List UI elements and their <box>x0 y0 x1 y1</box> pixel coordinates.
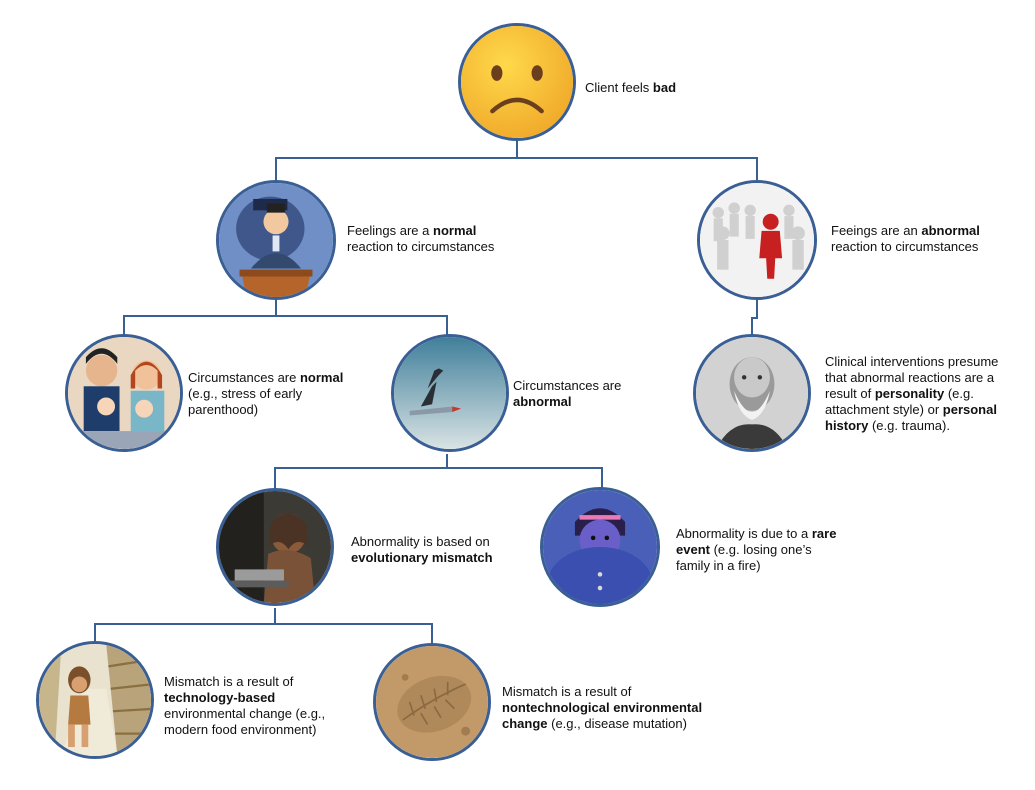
connector-abnormal-circ <box>274 454 448 490</box>
text-segment: Mismatch is a result of <box>502 684 632 699</box>
caveman-at-computer-image <box>216 488 334 606</box>
bold-text: normal <box>299 370 344 385</box>
bold-text: change <box>502 716 548 731</box>
sad-face-emoji <box>458 23 576 141</box>
text-segment: Mismatch is a result of <box>164 674 294 689</box>
fossil-leaf-imprint-image <box>373 643 491 761</box>
red-figure-in-crowd-image <box>697 180 817 300</box>
text-segment: Client feels <box>585 80 653 95</box>
connector-normal-reaction <box>123 298 277 336</box>
text-segment: environmental change (e.g., <box>164 706 326 721</box>
person-at-podium-image <box>216 180 336 300</box>
text-segment: modern food environment) <box>164 722 317 737</box>
text-segment: (e.g. losing one’s <box>709 542 812 557</box>
text-segment: Abnormality is based on <box>351 534 490 549</box>
connector-root <box>275 140 518 182</box>
bold-text: personal <box>942 402 997 417</box>
bold-text: technology-based <box>164 690 276 705</box>
text-segment: Circumstances are <box>188 370 300 385</box>
normal-circ-label: Circumstances are normal(e.g., stress of… <box>188 370 343 418</box>
bold-text: history <box>825 418 869 433</box>
cowboy-riding-missile-image <box>391 334 509 452</box>
tired-parents-with-babies-image <box>65 334 183 452</box>
text-segment: Circumstances are <box>513 378 622 393</box>
podium-speaker-icon <box>219 183 333 297</box>
parents-babies-icon <box>68 337 180 449</box>
connector-evo-mismatch-right <box>275 623 433 644</box>
text-segment: (e.g. <box>944 386 974 401</box>
fossil-icon <box>376 646 488 758</box>
missile-rider-icon <box>394 337 506 449</box>
bearded-psychoanalyst-portrait <box>693 334 811 452</box>
text-segment: Abnormality is due to a <box>676 526 812 541</box>
bold-text: bad <box>652 80 677 95</box>
connector-abnormal-circ-right <box>447 467 603 488</box>
connector-abnormal-reaction <box>751 298 758 336</box>
connector-normal-reaction-right <box>276 315 448 336</box>
bold-text: nontechnological environmental <box>502 700 703 715</box>
bold-text: rare <box>811 526 837 541</box>
text-segment: (e.g., stress of early <box>188 386 303 401</box>
sad-face-icon <box>461 26 573 138</box>
rare-event-label: Abnormality is due to a rare event (e.g. … <box>676 526 836 574</box>
bold-text: normal <box>433 223 477 238</box>
caveman-computer-icon <box>219 491 331 603</box>
text-segment: (e.g. trauma). <box>868 418 950 433</box>
caveman-in-supermarket-image <box>36 641 154 759</box>
blue-girl-icon <box>543 490 657 604</box>
bearded-man-icon <box>696 337 808 449</box>
text-segment: Feelings are a <box>347 223 433 238</box>
text-segment: result of <box>825 386 875 401</box>
crowd-figures-icon <box>700 183 814 297</box>
text-segment: parenthood) <box>188 402 259 417</box>
bold-text: abnormal <box>513 394 572 409</box>
text-segment: that abnormal reactions are a <box>825 370 995 385</box>
root-label: Client feels bad <box>585 80 676 96</box>
text-segment: reaction to circumstances <box>831 239 979 254</box>
text-segment: Feeings are an <box>831 223 922 238</box>
bold-text: event <box>676 542 710 557</box>
text-segment: attachment style) or <box>825 402 943 417</box>
connector-root-right <box>517 157 758 180</box>
bold-text: abnormal <box>921 223 980 238</box>
text-segment: family in a fire) <box>676 558 761 573</box>
text-segment: reaction to circumstances <box>347 239 495 254</box>
connector-evo-mismatch <box>94 608 276 644</box>
bold-text: evolutionary mismatch <box>351 550 493 565</box>
text-segment: Clinical interventions presume <box>825 354 999 369</box>
supermarket-caveman-icon <box>39 644 151 756</box>
blueberry-girl-image <box>540 487 660 607</box>
bold-text: personality <box>874 386 945 401</box>
text-segment: (e.g., disease mutation) <box>547 716 687 731</box>
